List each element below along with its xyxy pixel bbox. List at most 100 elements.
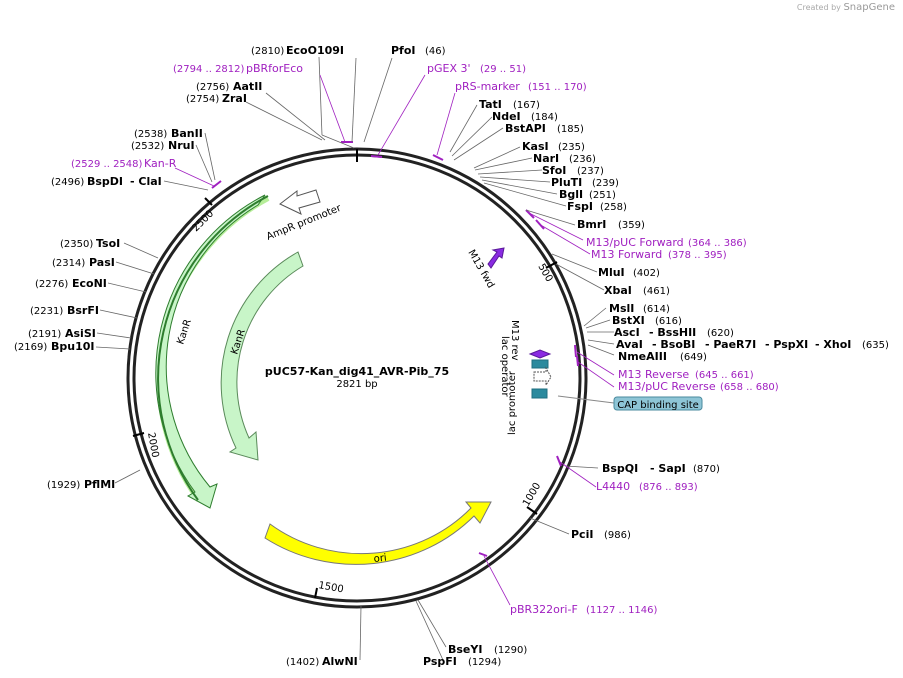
primer-pgex3-name[interactable]: pGEX 3' <box>427 62 471 75</box>
kanr-outer-arrow[interactable] <box>155 194 266 509</box>
site-pspfi-pos: (1294) <box>468 657 501 668</box>
tick-2500-label: 2500 <box>190 208 216 234</box>
primer-kanr-name[interactable]: Kan-R <box>144 157 177 170</box>
site-pcii-name[interactable]: PciI <box>571 528 593 541</box>
primer-l4440-name[interactable]: L4440 <box>596 480 630 493</box>
site-bsshii-name[interactable]: - BssHII <box>649 326 696 339</box>
tick-1500-label: 1500 <box>317 580 344 595</box>
site-bsrfi-name[interactable]: BsrFI <box>67 304 99 317</box>
site-nari-pos: (236) <box>569 154 596 165</box>
site-bseyi-name[interactable]: BseYI <box>448 643 482 656</box>
m13-rev-label: M13 rev <box>509 320 520 361</box>
site-paer7i-name[interactable]: - PaeR7I <box>705 338 756 351</box>
site-msli-name[interactable]: MslI <box>609 302 634 315</box>
site-bspqi-pos: (870) <box>693 464 720 475</box>
site-nmeaiii-name[interactable]: NmeAIII <box>618 350 667 363</box>
site-ndei-name[interactable]: NdeI <box>492 110 521 123</box>
site-clai-name[interactable]: - ClaI <box>130 175 162 188</box>
site-pluti-name[interactable]: PluTI <box>551 176 582 189</box>
site-aatii-name[interactable]: AatII <box>233 80 262 93</box>
site-bmri-name[interactable]: BmrI <box>577 218 606 231</box>
primer-m13puc-rev-name[interactable]: M13/pUC Reverse <box>618 380 716 393</box>
site-bstxi-name[interactable]: BstXI <box>612 314 645 327</box>
tick-2000-label: 2000 <box>145 432 160 459</box>
site-tsoi-pos: (2350) <box>60 239 93 250</box>
site-tati-name[interactable]: TatI <box>479 98 502 111</box>
site-sfoi-pos: (237) <box>577 166 604 177</box>
primer-kanr-range: (2529 .. 2548) <box>71 159 143 170</box>
cap-site-box[interactable] <box>531 388 548 399</box>
m13-rev-arrow[interactable] <box>528 349 552 359</box>
site-nrui-name[interactable]: NruI <box>168 139 195 152</box>
cap-binding-site-tag[interactable] <box>613 396 703 411</box>
credit-prefix: Created by <box>796 3 841 12</box>
primer-m13puc-fwd-name[interactable]: M13/pUC Forward <box>586 236 684 249</box>
primer-m13-reverse-name[interactable]: M13 Reverse <box>618 368 689 381</box>
site-asisi-name[interactable]: AsiSI <box>65 327 96 340</box>
site-bmri-pos: (359) <box>618 220 645 231</box>
primer-prsmarker-name[interactable]: pRS-marker <box>455 80 520 93</box>
site-bspdi-name[interactable]: BspDI <box>87 175 123 188</box>
site-bstapi-pos: (185) <box>557 124 584 135</box>
primer-m13-forward-name[interactable]: M13 Forward <box>591 248 662 261</box>
site-zrai-pos: (2754) <box>186 94 219 105</box>
site-alwni-name[interactable]: AlwNI <box>322 655 358 668</box>
site-bsobi-name[interactable]: - BsoBI <box>652 338 695 351</box>
cap-leader <box>557 395 615 404</box>
site-msli-pos: (614) <box>643 304 670 315</box>
site-bgli-name[interactable]: BglI <box>559 188 583 201</box>
ori-arrow[interactable] <box>264 501 492 565</box>
m13-fwd-arrow[interactable] <box>487 247 505 269</box>
site-sapi-name[interactable]: - SapI <box>650 462 686 475</box>
site-asci-pos: (620) <box>707 328 734 339</box>
cap-binding-site-label: CAP binding site <box>617 400 699 411</box>
primer-pbrforeco-name[interactable]: pBRforEco <box>246 62 303 75</box>
site-nari-name[interactable]: NarI <box>533 152 559 165</box>
tick-2000 <box>132 432 145 437</box>
site-bspdi-pos: (2496) <box>51 177 84 188</box>
ampr-promoter-arrow[interactable] <box>279 189 321 215</box>
primer-marks <box>211 141 579 557</box>
primer-m13-forward-range: (378 .. 395) <box>668 250 727 261</box>
site-tsoi-name[interactable]: TsoI <box>96 237 120 250</box>
site-fspi-pos: (258) <box>600 202 627 213</box>
site-banii-name[interactable]: BanII <box>171 127 203 140</box>
primer-pbr322ori-name[interactable]: pBR322ori-F <box>510 603 578 616</box>
snapgene-credit: Created by SnapGene <box>797 2 895 13</box>
primer-m13-reverse-range: (645 .. 661) <box>695 370 754 381</box>
kanr-inner-arrow[interactable] <box>220 251 304 461</box>
site-mlui-pos: (402) <box>633 268 660 279</box>
site-ndei-pos: (184) <box>531 112 558 123</box>
site-pasi-name[interactable]: PasI <box>89 256 115 269</box>
lac-operator-box[interactable] <box>531 359 549 369</box>
kanr-outer-line <box>157 195 269 501</box>
lac-promoter-arrow[interactable] <box>533 366 552 387</box>
site-zrai-name[interactable]: ZraI <box>222 92 247 105</box>
site-bstapi-name[interactable]: BstAPI <box>505 122 546 135</box>
site-econi-name[interactable]: EcoNI <box>72 277 107 290</box>
lac-operator-label: lac operator <box>499 336 510 397</box>
site-pspxi-name[interactable]: - PspXI <box>765 338 808 351</box>
tick-1000 <box>526 506 538 515</box>
site-pflmi-name[interactable]: PflMI <box>84 478 115 491</box>
site-fspi-name[interactable]: FspI <box>567 200 593 213</box>
site-bpu10i-name[interactable]: Bpu10I <box>51 340 95 353</box>
site-asci-name[interactable]: AscI <box>614 326 640 339</box>
site-avai-name[interactable]: AvaI <box>616 338 643 351</box>
primer-m13puc-rev-range: (658 .. 680) <box>720 382 779 393</box>
primer-m13puc-fwd-range: (364 .. 386) <box>688 238 747 249</box>
primer-pbrforeco-range: (2794 .. 2812) <box>173 64 245 75</box>
site-ecoo109i-name[interactable]: EcoO109I <box>286 44 344 57</box>
site-mlui-name[interactable]: MluI <box>598 266 625 279</box>
site-xhoi-name[interactable]: - XhoI <box>815 338 851 351</box>
site-pfoi-name[interactable]: PfoI <box>391 44 416 57</box>
primer-prsmarker-range: (151 .. 170) <box>528 82 587 93</box>
site-alwni-pos: (1402) <box>286 657 319 668</box>
site-sfoi-name[interactable]: SfoI <box>542 164 566 177</box>
site-nmeaiii-pos: (649) <box>680 352 707 363</box>
site-bspqi-name[interactable]: BspQI <box>602 462 638 475</box>
site-pspfi-name[interactable]: PspFI <box>423 655 457 668</box>
site-kasi-name[interactable]: KasI <box>522 140 549 153</box>
site-xbai-name[interactable]: XbaI <box>604 284 632 297</box>
site-banii-pos: (2538) <box>134 129 167 140</box>
